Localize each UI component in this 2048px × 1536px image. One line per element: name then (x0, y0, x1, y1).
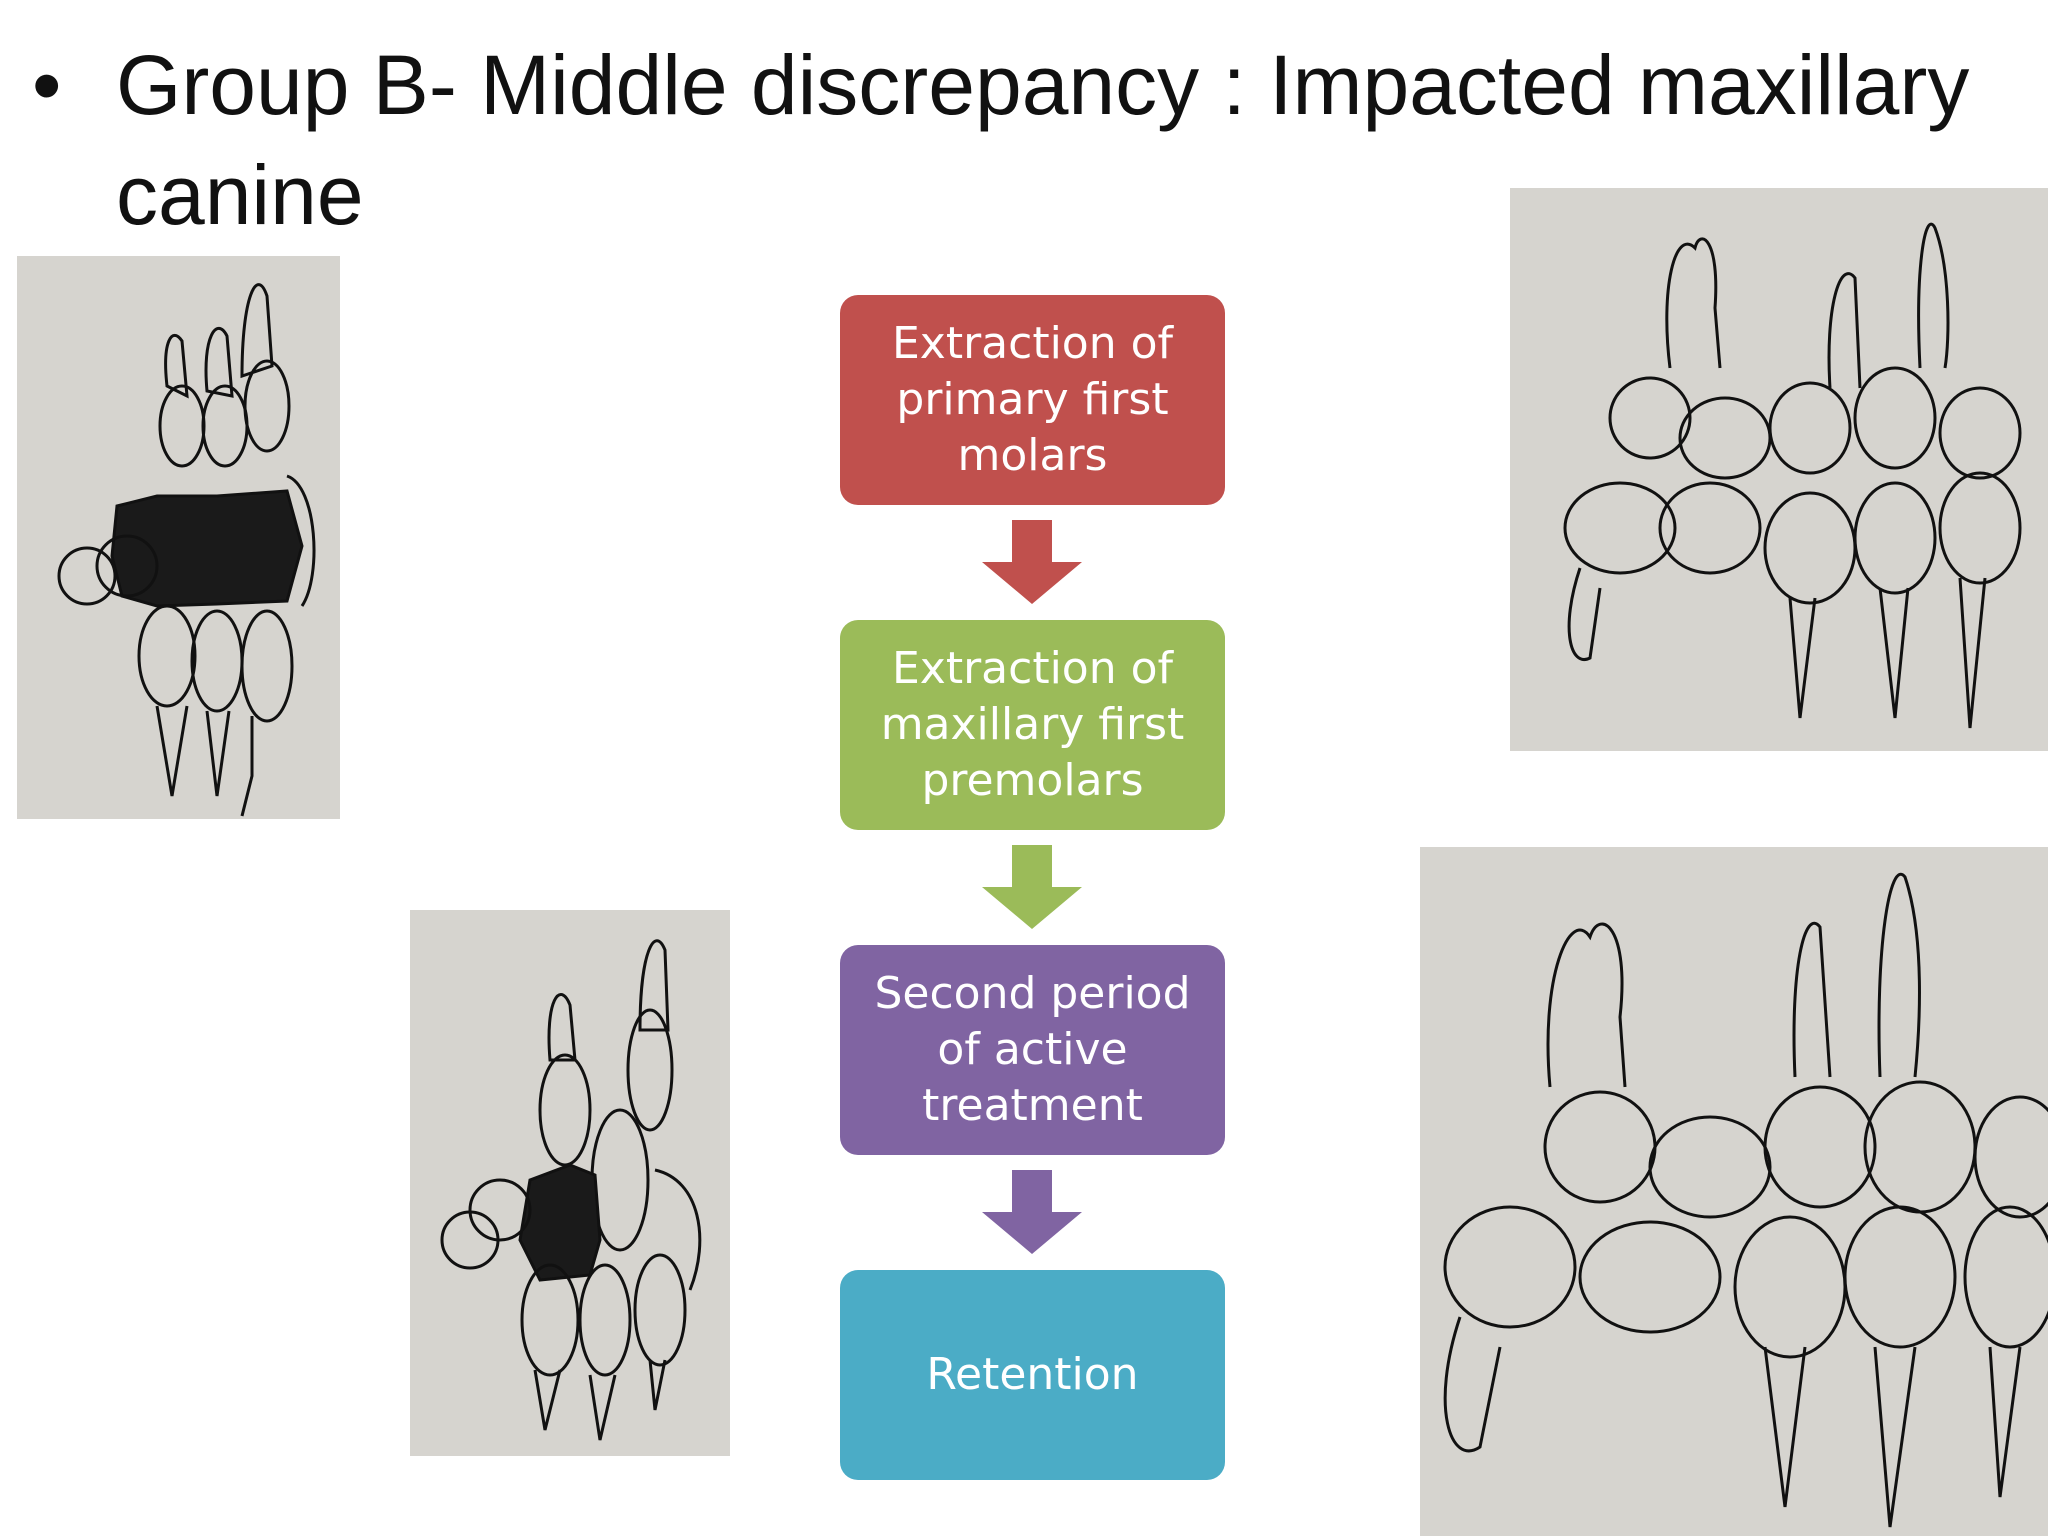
flow-step-4-label: Retention (926, 1349, 1139, 1400)
flow-step-3: Second period of active treatment (840, 945, 1225, 1155)
dental-diagram-upper-right (1510, 188, 2048, 751)
bullet-icon: • (32, 38, 62, 132)
down-arrow-icon (982, 520, 1082, 604)
down-arrow-icon (982, 845, 1082, 929)
flow-step-4: Retention (840, 1270, 1225, 1480)
flow-step-1-label: Extraction of primary first molars (891, 318, 1173, 481)
dental-diagram-upper-left (17, 256, 340, 819)
slide-title-text: Group B- Middle discrepancy : Impacted m… (116, 38, 1970, 242)
flow-step-2: Extraction of maxillary first premolars (840, 620, 1225, 830)
down-arrow-icon (982, 1170, 1082, 1254)
flow-step-1: Extraction of primary first molars (840, 295, 1225, 505)
flow-step-3-label: Second period of active treatment (874, 968, 1191, 1131)
dental-diagram-lower-left (410, 910, 730, 1456)
dental-diagram-lower-right (1420, 847, 2048, 1536)
flow-step-2-label: Extraction of maxillary first premolars (880, 643, 1185, 806)
